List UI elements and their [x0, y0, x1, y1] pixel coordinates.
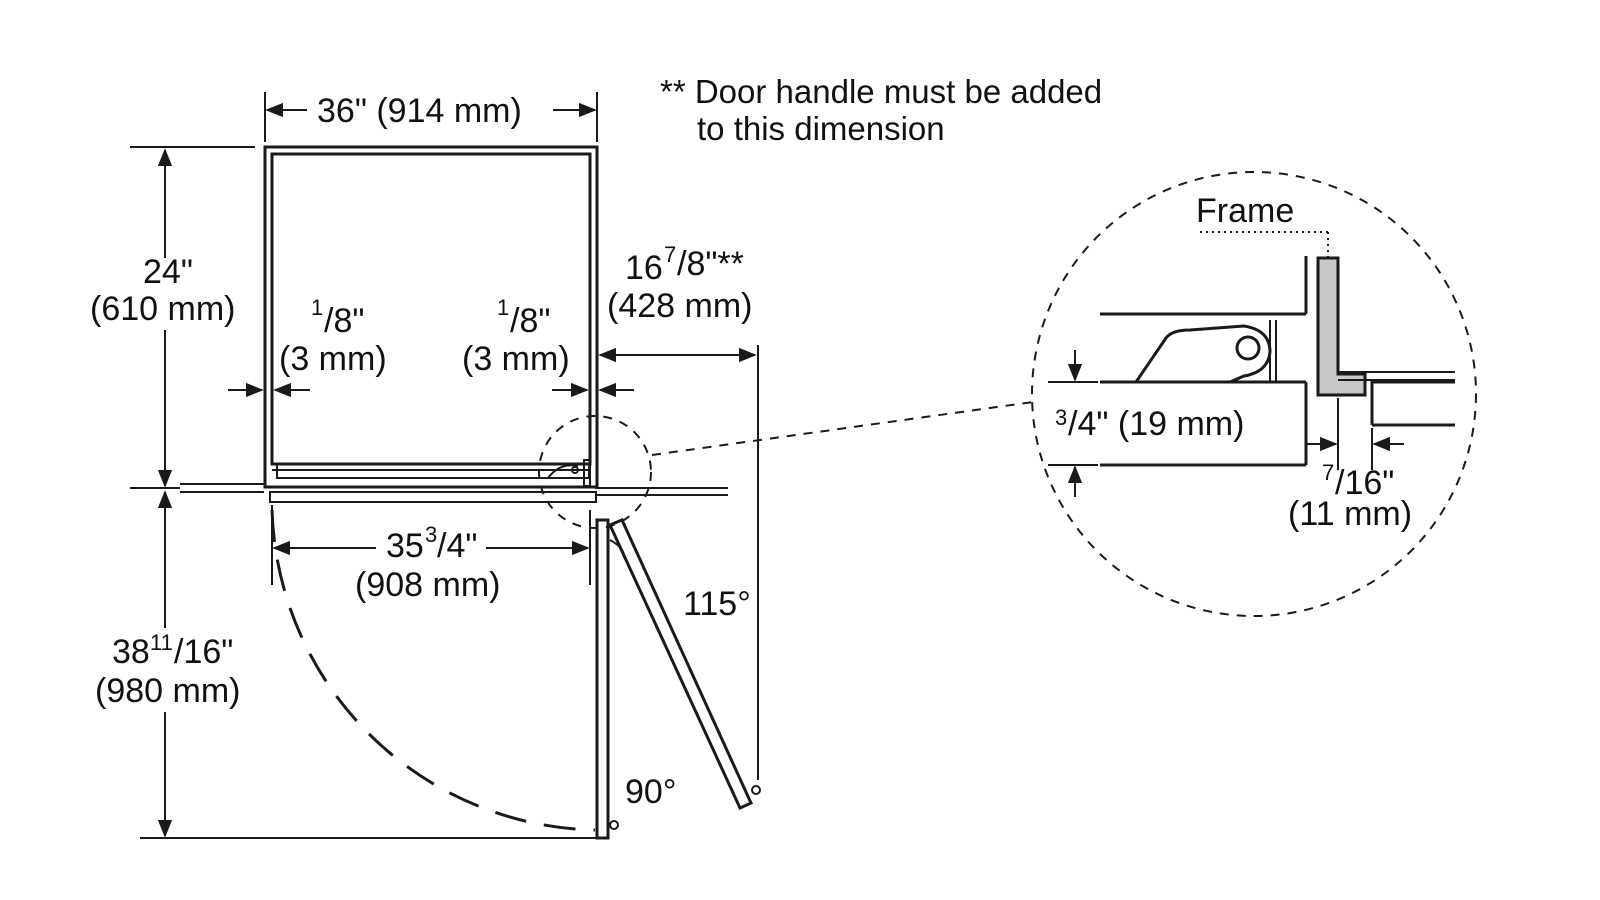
swing-den: /16" — [174, 633, 233, 671]
callout-leader — [651, 401, 1034, 456]
hinge-detail: Frame 3 /4" (19 mm) 7 / — [1031, 171, 1477, 617]
note-line-2: to this dimension — [697, 110, 945, 147]
door-extension-dimension: 16 7 /8"** (428 mm) — [598, 242, 759, 780]
swing-dimension: 38 11 /16" (980 mm) — [95, 490, 598, 839]
right-gap-den: /8" — [510, 302, 550, 340]
offset-num: 7 — [1322, 460, 1334, 485]
door-ext-mm: (428 mm) — [607, 287, 752, 325]
angle-90-label: 90° — [625, 773, 676, 811]
swing-mm: (980 mm) — [95, 672, 240, 710]
frame-label: Frame — [1196, 192, 1294, 230]
inner-width-num: 3 — [425, 522, 437, 547]
right-gap-num: 1 — [497, 295, 509, 320]
counter-line — [180, 483, 728, 503]
hinge-small — [547, 459, 591, 487]
right-gap-dimension: 1 /8" (3 mm) — [462, 295, 634, 398]
depth-inches: 24" — [143, 253, 193, 291]
door-open-115: 115° — [607, 518, 761, 810]
inner-width-den: /4" — [437, 527, 477, 565]
door-ext-whole: 16 — [625, 249, 663, 287]
angle-115-label: 115° — [683, 585, 751, 623]
offset-mm: (11 mm) — [1288, 495, 1412, 533]
swing-whole: 38 — [112, 633, 150, 671]
door-ext-den: /8"** — [677, 245, 744, 283]
swing-num: 11 — [150, 630, 173, 655]
thickness-rest: /4" (19 mm) — [1068, 405, 1244, 443]
depth-mm: (610 mm) — [90, 290, 235, 328]
right-gap-mm: (3 mm) — [462, 340, 570, 378]
width-dimension: 36" (914 mm) — [264, 92, 598, 142]
inner-width-dimension: 35 3 /4" (908 mm) — [271, 505, 591, 604]
note-line-1: ** Door handle must be added — [660, 73, 1102, 110]
left-gap-den: /8" — [324, 302, 364, 340]
width-label: 36" (914 mm) — [317, 92, 522, 130]
depth-dimension: 24" (610 mm) — [90, 146, 255, 489]
hinge-callout-circle — [538, 415, 652, 529]
offset-den: /16" — [1335, 464, 1394, 502]
door-open-90: 90° — [595, 518, 676, 840]
door-ext-num: 7 — [664, 242, 676, 267]
left-gap-num: 1 — [311, 295, 323, 320]
left-gap-dimension: 1 /8" (3 mm) — [228, 295, 387, 398]
inner-width-whole: 35 — [386, 527, 424, 565]
thickness-num: 3 — [1055, 405, 1067, 430]
inner-width-mm: (908 mm) — [355, 566, 500, 604]
door-swing-arc — [270, 509, 596, 832]
left-gap-mm: (3 mm) — [279, 340, 387, 378]
